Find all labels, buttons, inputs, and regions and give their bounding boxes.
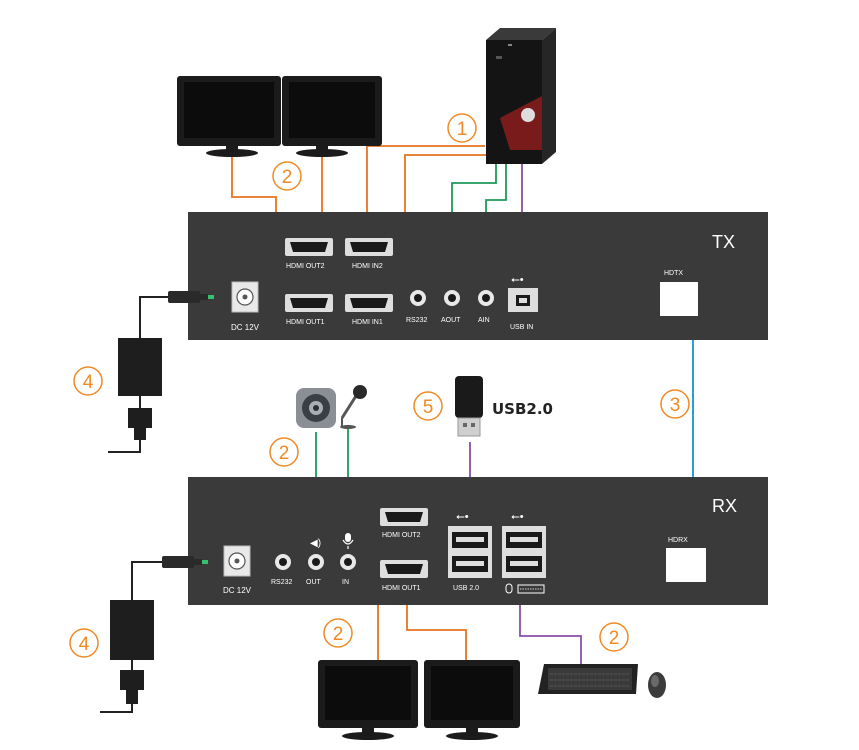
rx-power-plug bbox=[162, 556, 208, 568]
tx-chassis bbox=[188, 212, 768, 340]
rx-power-adapter bbox=[110, 600, 154, 704]
tx-power-plug bbox=[168, 291, 214, 303]
rx-hdmi-out2-port bbox=[380, 508, 428, 526]
rx-usb-icon-1: ⭠• bbox=[456, 511, 469, 523]
tx-power-adapter bbox=[118, 338, 162, 440]
callout-2-audio: 2 bbox=[269, 437, 299, 467]
cable-keyboard bbox=[519, 590, 582, 664]
rx-hdmi-out2-label: HDMI OUT2 bbox=[382, 532, 421, 539]
tx-aout-label: AOUT bbox=[441, 317, 461, 324]
cable-rx-ac bbox=[100, 704, 133, 713]
speaker-icon bbox=[296, 388, 336, 428]
svg-text:5: 5 bbox=[423, 397, 434, 418]
rx-dc-jack bbox=[223, 545, 251, 577]
rx-dc-label: DC 12V bbox=[223, 586, 252, 595]
rx-title: RX bbox=[712, 496, 737, 516]
tx-unit: TX DC 12V HDMI OUT2 HDMI IN2 bbox=[168, 212, 768, 340]
rx-monitor-1 bbox=[318, 660, 418, 740]
tx-dc-jack bbox=[231, 281, 259, 313]
rx-usb20-label: USB 2.0 bbox=[453, 585, 479, 592]
rx-in-jack bbox=[340, 554, 356, 570]
tx-monitor-2 bbox=[282, 76, 382, 157]
mouse-icon bbox=[648, 672, 666, 698]
tx-title: TX bbox=[712, 232, 735, 252]
rx-unit: RX DC 12V RS232 ◀) OUT bbox=[162, 477, 768, 605]
rx-out-label: OUT bbox=[306, 579, 322, 586]
rx-speaker-symbol: ◀) bbox=[310, 538, 321, 549]
tx-hdmi-out2-port bbox=[285, 238, 333, 256]
cable-tx-ac bbox=[108, 440, 141, 453]
rx-hdrx-label: HDRX bbox=[668, 537, 688, 544]
rx-usb-icon-2: ⭠• bbox=[511, 511, 524, 523]
tx-hdmi-out2-label: HDMI OUT2 bbox=[286, 263, 325, 270]
tx-dc-label: DC 12V bbox=[231, 323, 260, 332]
rx-hdmi-out1-label: HDMI OUT1 bbox=[382, 585, 421, 592]
callouts: 1 2 3 4 5 2 4 2 bbox=[69, 113, 690, 658]
tx-hdmi-out1-label: HDMI OUT1 bbox=[286, 319, 325, 326]
svg-text:1: 1 bbox=[457, 119, 468, 140]
svg-text:3: 3 bbox=[670, 395, 681, 416]
rx-rs232-jack bbox=[275, 554, 291, 570]
rx-hdmi-out1-port bbox=[380, 560, 428, 578]
tx-hdtx-port bbox=[660, 282, 698, 316]
tx-hdmi-in2-port bbox=[345, 238, 393, 256]
usb-stick-icon bbox=[455, 376, 483, 437]
tx-hdmi-in2-label: HDMI IN2 bbox=[352, 263, 383, 270]
tx-rs232-label: RS232 bbox=[406, 317, 428, 324]
callout-4-tx-power: 4 bbox=[73, 366, 103, 396]
rx-out-jack bbox=[308, 554, 324, 570]
rx-keyboard-symbol bbox=[517, 584, 545, 594]
svg-text:2: 2 bbox=[282, 167, 293, 188]
pc-tower-icon bbox=[486, 28, 556, 164]
callout-2-rx-monitors: 2 bbox=[323, 618, 353, 648]
cable-tx-power bbox=[139, 296, 180, 338]
tx-usb-in-label: USB IN bbox=[510, 324, 533, 331]
svg-text:2: 2 bbox=[279, 443, 290, 464]
rx-mic-symbol bbox=[342, 533, 354, 549]
callout-2-keyboard: 2 bbox=[599, 622, 629, 652]
callout-5: 5 bbox=[413, 391, 443, 421]
rx-mouse-symbol bbox=[505, 583, 513, 594]
tx-hdmi-in1-label: HDMI IN1 bbox=[352, 319, 383, 326]
svg-text:2: 2 bbox=[333, 624, 344, 645]
tx-hdmi-out1-port bbox=[285, 294, 333, 312]
rx-monitor-2 bbox=[424, 660, 520, 740]
svg-text:2: 2 bbox=[609, 628, 620, 649]
rx-in-label: IN bbox=[342, 579, 349, 586]
rx-usb-kvm-port-stack bbox=[502, 526, 546, 578]
tx-hdmi-in1-port bbox=[345, 294, 393, 312]
svg-text:4: 4 bbox=[83, 372, 94, 393]
rx-usb20-port-stack bbox=[448, 526, 492, 578]
tx-hdtx-label: HDTX bbox=[664, 270, 683, 277]
tx-usb-in-port bbox=[508, 288, 538, 312]
callout-4-rx-power: 4 bbox=[69, 628, 99, 658]
tx-ain-jack bbox=[478, 290, 494, 306]
rx-hdrx-port bbox=[666, 548, 706, 582]
callout-1: 1 bbox=[447, 113, 477, 143]
callout-3: 3 bbox=[660, 389, 690, 419]
svg-text:4: 4 bbox=[79, 634, 90, 655]
keyboard-icon bbox=[538, 664, 638, 694]
tx-usb-icon: ⭠• bbox=[511, 274, 524, 286]
rx-rs232-label: RS232 bbox=[271, 579, 293, 586]
callout-2-tx-monitors: 2 bbox=[272, 161, 302, 191]
tx-aout-jack bbox=[444, 290, 460, 306]
microphone-icon bbox=[340, 385, 367, 429]
tx-ain-label: AIN bbox=[478, 317, 490, 324]
tx-monitor-1 bbox=[177, 76, 281, 157]
tx-rs232-jack bbox=[410, 290, 426, 306]
usb-stick-label: USB2.0 bbox=[492, 400, 553, 418]
